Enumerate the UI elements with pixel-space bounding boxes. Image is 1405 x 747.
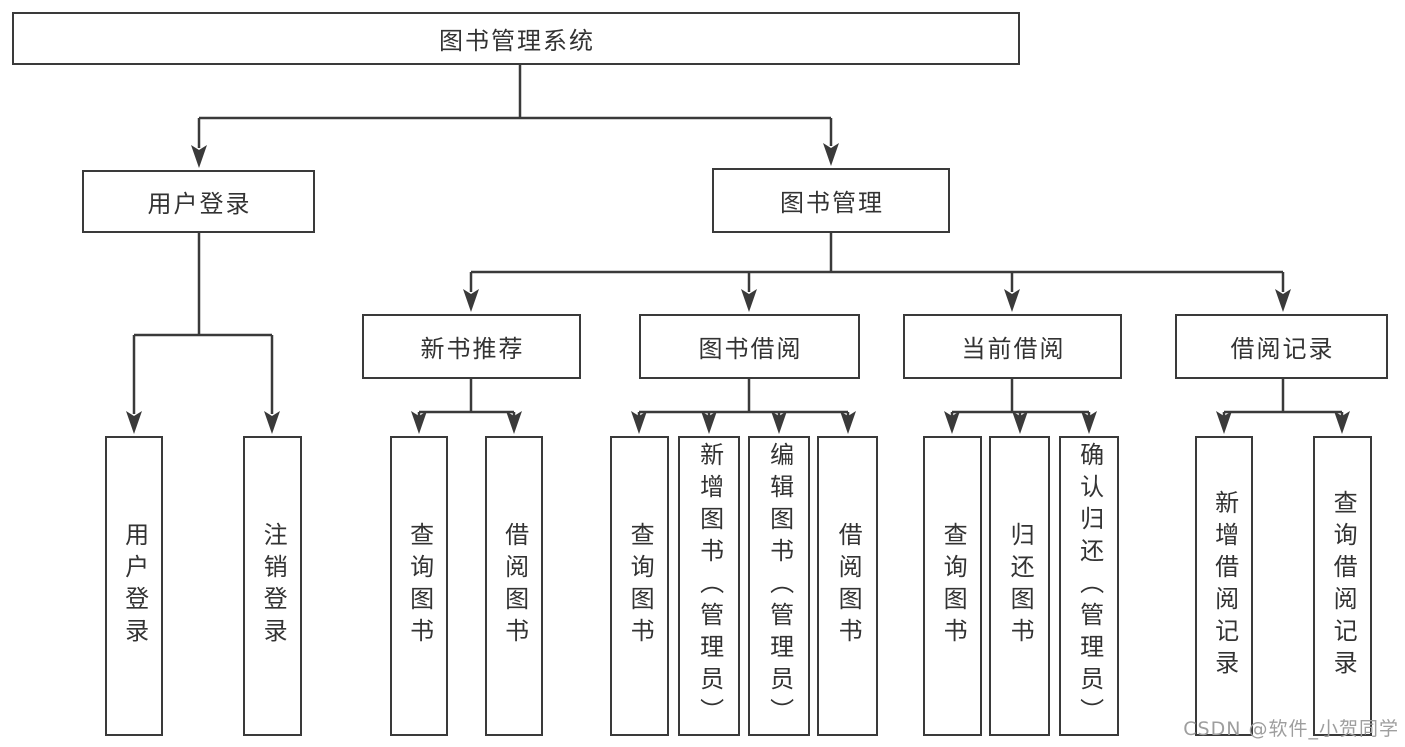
leaf-query-borrow-record: 查询借阅记录 <box>1313 436 1372 736</box>
node-library-management-system: 图书管理系统 <box>12 12 1020 65</box>
leaf-edit-book-admin: 编辑图书（管理员） <box>748 436 810 736</box>
arrowhead-down-icon <box>463 289 479 312</box>
arrowhead-down-icon <box>840 411 856 434</box>
leaf-return-books: 归还图书 <box>989 436 1050 736</box>
watermark: CSDN @软件_小贺同学 <box>1183 718 1399 740</box>
arrowhead-down-icon <box>191 145 207 168</box>
arrowhead-down-icon <box>1004 289 1020 312</box>
leaf-add-book-admin: 新增图书（管理员） <box>678 436 740 736</box>
arrowhead-down-icon <box>944 411 960 434</box>
leaf-query-books-borrow: 查询图书 <box>610 436 669 736</box>
node-new-book-recommend: 新书推荐 <box>362 314 581 379</box>
arrowhead-down-icon <box>741 289 757 312</box>
arrowhead-down-icon <box>631 411 647 434</box>
leaf-query-books-current: 查询图书 <box>923 436 982 736</box>
arrowhead-down-icon <box>506 411 522 434</box>
arrowhead-down-icon <box>1012 411 1028 434</box>
arrowhead-down-icon <box>1334 411 1350 434</box>
leaf-borrow-books: 借阅图书 <box>817 436 878 736</box>
node-user-login: 用户登录 <box>82 170 315 233</box>
arrowhead-down-icon <box>771 411 787 434</box>
arrowhead-down-icon <box>1081 411 1097 434</box>
arrowhead-down-icon <box>701 411 717 434</box>
leaf-borrow-books-recommend: 借阅图书 <box>485 436 543 736</box>
leaf-user-login: 用户登录 <box>105 436 163 736</box>
node-current-borrowing: 当前借阅 <box>903 314 1122 379</box>
leaf-query-books-recommend: 查询图书 <box>390 436 448 736</box>
arrowhead-down-icon <box>1216 411 1232 434</box>
node-book-management: 图书管理 <box>712 168 950 233</box>
arrowhead-down-icon <box>1275 289 1291 312</box>
node-book-borrowing: 图书借阅 <box>639 314 860 379</box>
arrowhead-down-icon <box>264 411 280 434</box>
arrowhead-down-icon <box>126 411 142 434</box>
arrowhead-down-icon <box>823 143 839 166</box>
leaf-add-borrow-record: 新增借阅记录 <box>1195 436 1253 736</box>
leaf-logout: 注销登录 <box>243 436 302 736</box>
node-borrowing-records: 借阅记录 <box>1175 314 1388 379</box>
leaf-confirm-return-admin: 确认归还（管理员） <box>1059 436 1119 736</box>
arrowhead-down-icon <box>411 411 427 434</box>
